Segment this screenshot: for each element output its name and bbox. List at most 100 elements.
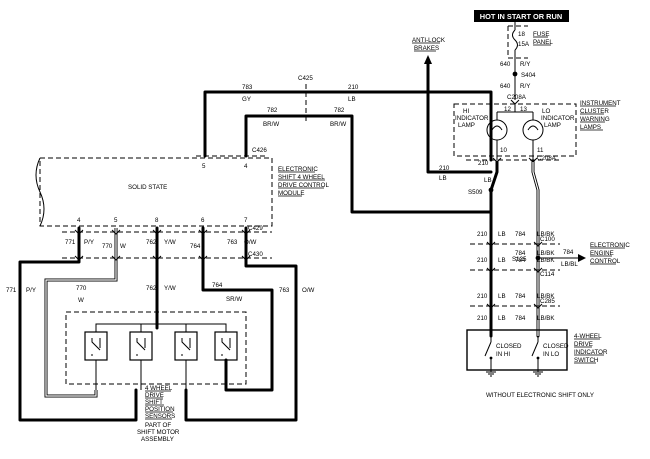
right-wire-label: LB (498, 293, 506, 300)
fuse-number: 18 (518, 31, 525, 38)
switch-lo-label: CLOSED (543, 343, 569, 350)
sensors-label-8: ASSEMBLY (141, 436, 174, 443)
connector-c208a-top: C208A (507, 94, 527, 101)
splice-s125-label: S125 (512, 256, 527, 263)
position-sensor-icon (174, 331, 198, 361)
wire-771-label: 771 (65, 239, 76, 246)
fuse-amps: 15A (518, 41, 530, 48)
lo-indicator-lamp-icon (522, 119, 544, 141)
wire-782a-label: 782 (267, 107, 278, 114)
right-wire-label: LB (498, 315, 506, 322)
cluster-label-3: WARNING (580, 116, 610, 123)
wire-762-color: Y/W (164, 239, 176, 246)
wire-782a-color: BR/W (263, 121, 279, 128)
right-wire-label: LB/BK (537, 257, 555, 264)
right-wire-label: 784 (515, 293, 526, 300)
wire-763-label: 763 (227, 239, 238, 246)
right-wire-label: LB/BK (537, 315, 555, 322)
sensors-label-4: POSITION (145, 406, 175, 413)
module-label: SOLID STATE (128, 184, 167, 191)
wire-763-right-label: 763 (279, 287, 290, 294)
wire-210-antilock (426, 62, 493, 174)
fuse-panel-label: FUSE (533, 31, 550, 38)
anti-lock-arrow (424, 55, 432, 64)
lo-lamp-label-3: LAMP (544, 122, 561, 129)
anti-lock-label-2: BRAKES (414, 45, 439, 52)
switch-name: 4-WHEEL (574, 333, 602, 340)
wire-784-side-color: LB/BL (561, 261, 578, 268)
connector-chevron (111, 229, 121, 235)
sensors-label-2: DRIVE (145, 392, 164, 399)
connector-c425: C425 (298, 75, 313, 82)
connector-chevron (486, 241, 496, 247)
eec-label: ELECTRONIC (590, 242, 630, 249)
switch-name-2: DRIVE (574, 341, 593, 348)
module-pin-5-top: 5 (202, 163, 206, 170)
switch-hi-label-2: IN HI (496, 351, 510, 358)
indicator-switch-box (466, 329, 568, 371)
connector-chevron (241, 229, 251, 235)
wire-762-low-label: 762 (146, 285, 157, 292)
connector-chevron (74, 255, 84, 261)
wire-771-left-color: P/Y (26, 287, 36, 294)
sensors-label-3: SHIFT (145, 399, 163, 406)
wire-210-main (489, 160, 499, 338)
connector-chevron (198, 229, 208, 235)
right-wire-label: 210 (477, 293, 488, 300)
wire-784-side-label: 784 (563, 249, 574, 256)
lo-switch-contact (531, 341, 539, 357)
cluster-label: INSTRUMENT (580, 100, 621, 107)
switch-name-3: INDICATOR (574, 349, 608, 356)
module-box (39, 157, 273, 227)
module-pin-bottom: 6 (201, 217, 205, 224)
hi-switch-contact (484, 341, 492, 357)
wire-763-right-color: O/W (302, 287, 315, 294)
hi-lamp-label-3: LAMP (458, 122, 475, 129)
hot-banner (474, 10, 569, 22)
sensor-common-bus (95, 323, 227, 332)
wire-210-left-label: 210 (439, 165, 450, 172)
connector-chevron (486, 267, 496, 273)
sensors-label-5: SENSORS (145, 413, 175, 420)
wire-210-top-label: 210 (348, 84, 359, 91)
wire-770-low-label: 770 (76, 285, 87, 292)
right-wire-label: LB/BK (537, 250, 555, 257)
wire-782 (244, 114, 493, 214)
fuse-symbol (512, 29, 518, 51)
wire-784-inner (532, 162, 539, 336)
ground-icon-hi (486, 371, 496, 377)
position-sensor-icon (129, 331, 153, 361)
cluster-pin-13: 13 (520, 106, 527, 113)
hot-banner-text: HOT IN START OR RUN (480, 12, 562, 21)
position-sensor-icon (214, 331, 238, 361)
lo-lamp-label-2: INDICATOR (541, 115, 575, 122)
connector-c100: C100 (540, 236, 555, 243)
right-wire-label: LB/BK (537, 293, 555, 300)
right-wire-label: 784 (515, 257, 526, 264)
module-name-2: SHIFT 4 WHEEL (278, 174, 325, 181)
connector-chevron (152, 255, 162, 261)
module-pin-bottom: 4 (77, 217, 81, 224)
sensors-label: 4 WHEEL (145, 385, 173, 392)
wire-762-low-color: Y/W (164, 285, 176, 292)
connector-c429: C429 (248, 225, 263, 232)
module-name-3: DRIVE CONTROL (278, 182, 329, 189)
connector-chevron (152, 229, 162, 235)
module-pin-4-top: 4 (244, 163, 248, 170)
right-wire-label: 210 (477, 257, 488, 264)
right-wire-label: 784 (515, 250, 526, 257)
eec-label-3: CONTROL (590, 258, 621, 265)
wire-783-210 (203, 90, 493, 162)
right-wire-label: LB (498, 231, 506, 238)
connector-markers (74, 229, 251, 261)
wire-770 (44, 228, 118, 398)
splice-s404 (512, 71, 518, 77)
wire-771 (18, 226, 138, 422)
module-pin-bottom: 7 (244, 217, 248, 224)
wire-210-mid-label: 210 (478, 160, 489, 167)
module-name: ELECTRONIC (278, 166, 318, 173)
